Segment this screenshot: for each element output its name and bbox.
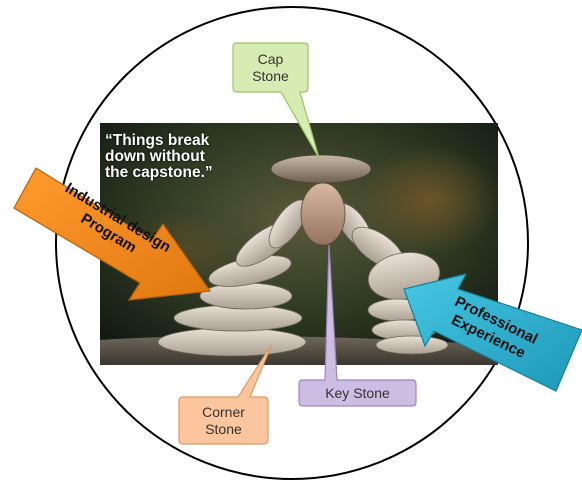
key-stone-label: Key Stone <box>325 384 390 401</box>
professional-experience-arrow <box>403 273 582 392</box>
quote-text: “Things break down without the capstone.… <box>105 132 213 181</box>
cap-stone-callout-shape <box>232 42 320 159</box>
corner-stone-label: Corner Stone <box>202 403 245 437</box>
cap-stone-label: Cap Stone <box>252 50 289 84</box>
key-stone-callout-shape <box>298 244 417 407</box>
corner-stone-callout-shape <box>178 343 273 445</box>
industrial-design-arrow <box>13 167 212 301</box>
